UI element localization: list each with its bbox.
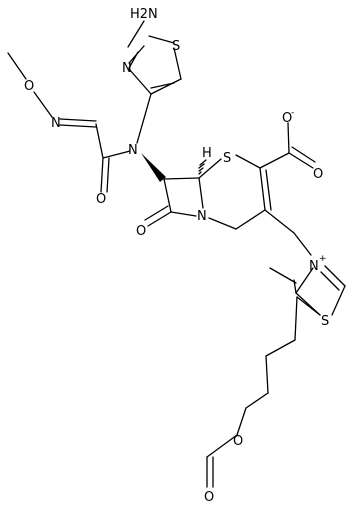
atom-carboxylate-o-top: O — [282, 111, 292, 126]
atom-thiazole-s: S — [172, 39, 180, 54]
atom-betalactam-n: N — [197, 209, 207, 224]
atom-ester-o: O — [233, 434, 243, 449]
aminothiazole-ring — [127, 20, 182, 95]
bond-methyl — [269, 267, 297, 284]
charge-minus: - — [291, 108, 294, 118]
atom-amino-nh2: H2N — [130, 7, 158, 22]
dihydrothiazine-ring — [198, 154, 272, 230]
beta-lactam-ring — [144, 177, 204, 227]
atom-methoxy-o: O — [24, 79, 34, 94]
atom-betalactam-o: O — [136, 224, 146, 239]
atom-formyl-o: O — [204, 490, 214, 505]
stereo-hash-h — [198, 159, 207, 175]
charge-plus: + — [319, 254, 327, 264]
methoxyimino-chain — [7, 52, 131, 193]
carboxylate-group — [259, 122, 316, 169]
atom-stereo-h: H — [202, 146, 212, 161]
atom-oxime-n: N — [51, 116, 61, 131]
stereo-wedge-amide — [141, 153, 166, 182]
atom-thiazolium-n: N — [309, 259, 319, 274]
formyloxyethyl-chain — [206, 296, 298, 488]
bond-thiazole-to-amide-n — [136, 93, 152, 144]
atom-thiazolium-s: S — [321, 314, 329, 329]
bond-methylene-to-n — [293, 232, 312, 256]
atom-amide-n: N — [128, 143, 138, 158]
atom-amide-o: O — [96, 192, 106, 207]
atom-thiazole-n: N — [122, 61, 132, 76]
thiazolium-ring — [293, 265, 346, 316]
atom-cephem-s: S — [223, 151, 231, 166]
atom-carboxylate-o-right: O — [313, 167, 323, 182]
bond-methylene — [264, 209, 295, 234]
